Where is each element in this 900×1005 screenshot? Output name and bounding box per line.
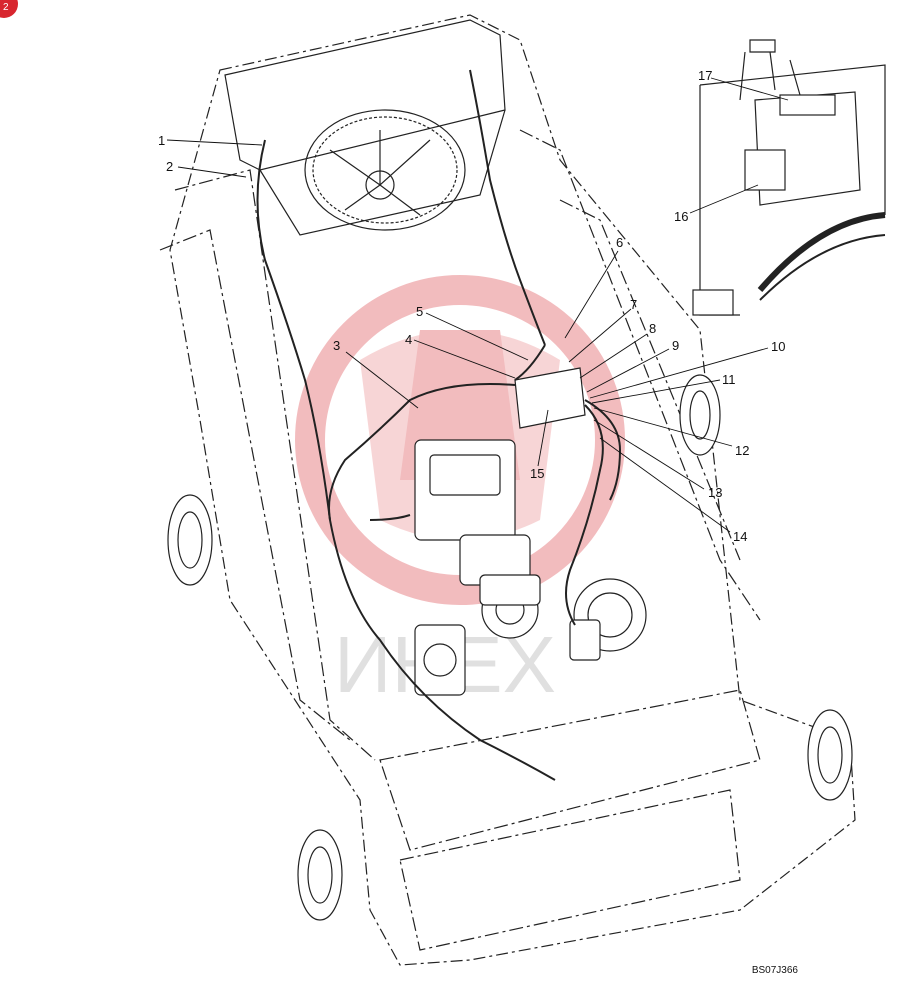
corner-badge-text: 2	[3, 2, 9, 13]
callout-7: 7	[630, 297, 637, 312]
leader-line-13	[593, 419, 705, 490]
callout-10: 10	[771, 339, 785, 354]
callout-5: 5	[416, 304, 423, 319]
leader-line-16	[689, 184, 759, 214]
hydrostatic-pump	[414, 439, 541, 639]
callout-15: 15	[530, 466, 544, 481]
callout-4: 4	[405, 332, 412, 347]
callout-12: 12	[735, 443, 749, 458]
leader-line-6	[564, 250, 619, 339]
callout-13: 13	[708, 485, 722, 500]
leader-line-5	[425, 312, 529, 361]
callout-2: 2	[166, 159, 173, 174]
callout-1: 1	[158, 133, 165, 148]
callout-labels: 1 2 3 4 5 6 7 8 9 10 11 12 13 14 15 16 1…	[158, 68, 785, 544]
leader-line-10	[589, 347, 769, 399]
leader-line-11	[591, 379, 721, 404]
drive-motor-right	[569, 578, 647, 661]
wiring-harness	[256, 69, 622, 781]
leader-line-7	[568, 308, 632, 363]
callout-8: 8	[649, 321, 656, 336]
callout-9: 9	[672, 338, 679, 353]
callout-6: 6	[616, 235, 623, 250]
reference-code: BS07J366	[751, 965, 798, 976]
axle-hub-left-front	[167, 494, 213, 586]
leader-line-4	[413, 339, 516, 379]
leader-line-17	[710, 77, 789, 101]
axle-hub-right-rear	[807, 709, 853, 801]
leader-line-15	[537, 409, 549, 467]
leader-line-1	[166, 139, 263, 146]
callout-14: 14	[733, 529, 747, 544]
mounting-plate	[514, 367, 586, 429]
radiator-fan	[304, 109, 466, 231]
callout-3: 3	[333, 338, 340, 353]
callout-16: 16	[674, 209, 688, 224]
leader-line-2	[177, 166, 247, 178]
corner-badge: 2	[0, 0, 18, 18]
callout-17: 17	[698, 68, 712, 83]
axle-hub-left-rear	[297, 829, 343, 921]
leader-line-9	[586, 348, 670, 393]
leader-line-14	[599, 437, 731, 533]
leader-line-12	[593, 407, 733, 447]
frame-outline	[159, 14, 856, 966]
axle-hub-right-front	[679, 374, 721, 456]
callouts	[166, 77, 789, 533]
drive-motor-left	[414, 624, 466, 696]
leader-line-8	[579, 333, 648, 379]
inset-detail	[692, 39, 886, 316]
callout-11: 11	[722, 372, 736, 387]
leader-line-3	[345, 351, 419, 409]
